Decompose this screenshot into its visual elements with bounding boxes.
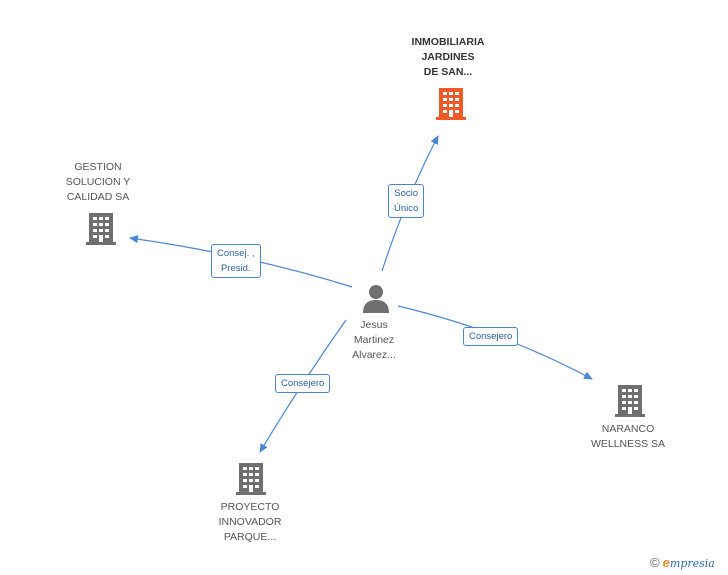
- company-name-proyecto[interactable]: PROYECTO INNOVADOR PARQUE...: [198, 500, 302, 545]
- edge-label-line: Presid.: [220, 263, 251, 274]
- edge-label-consejero-naranco[interactable]: Consejero: [463, 327, 519, 346]
- company-name-line: DE SAN...: [423, 66, 473, 78]
- edge-label-line: Único: [394, 203, 419, 214]
- person-name-line: Jesus: [360, 319, 388, 331]
- person-name-line: Alvarez...: [352, 349, 396, 361]
- edge-label-line: Consejero: [281, 378, 325, 389]
- edge-label-consej-presid[interactable]: Consej. , Presid.: [211, 244, 261, 278]
- company-name-line: CALIDAD SA: [66, 191, 130, 203]
- company-name-line: PARQUE...: [223, 531, 277, 543]
- building-icon[interactable]: [235, 461, 267, 495]
- edge-label-line: Consej. ,: [217, 248, 255, 259]
- company-name-line: GESTION: [74, 161, 122, 173]
- person-name-line: Martinez: [353, 334, 395, 346]
- company-name-line: INNOVADOR: [218, 516, 282, 528]
- company-name-line: INMOBILIARIA: [411, 36, 485, 48]
- building-icon[interactable]: [435, 86, 467, 120]
- brand-watermark[interactable]: © empresia: [650, 555, 715, 570]
- copyright-icon: ©: [650, 555, 660, 570]
- building-icon[interactable]: [614, 383, 646, 417]
- edge-label-consejero-proyecto[interactable]: Consejero: [275, 374, 331, 393]
- person-name[interactable]: Jesus Martinez Alvarez...: [324, 318, 424, 363]
- brand-e: e: [662, 555, 670, 570]
- company-name-gestion[interactable]: GESTION SOLUCION Y CALIDAD SA: [48, 160, 148, 205]
- company-name-naranco[interactable]: NARANCO WELLNESS SA: [576, 422, 680, 452]
- person-icon[interactable]: [362, 283, 390, 313]
- edge-label-line: Consejero: [469, 331, 513, 342]
- edge-label-line: Socio: [394, 188, 419, 199]
- company-name-line: PROYECTO: [220, 501, 280, 513]
- brand-name: mpresia: [669, 557, 715, 570]
- company-name-line: JARDINES: [421, 51, 475, 63]
- edge-label-socio-unico[interactable]: Socio Único: [388, 184, 425, 218]
- company-name-line: WELLNESS SA: [590, 438, 666, 450]
- company-name-line: NARANCO: [601, 423, 655, 435]
- building-icon[interactable]: [85, 211, 117, 245]
- company-name-line: SOLUCION Y: [65, 176, 131, 188]
- company-name-inmobiliaria[interactable]: INMOBILIARIA JARDINES DE SAN...: [398, 35, 498, 80]
